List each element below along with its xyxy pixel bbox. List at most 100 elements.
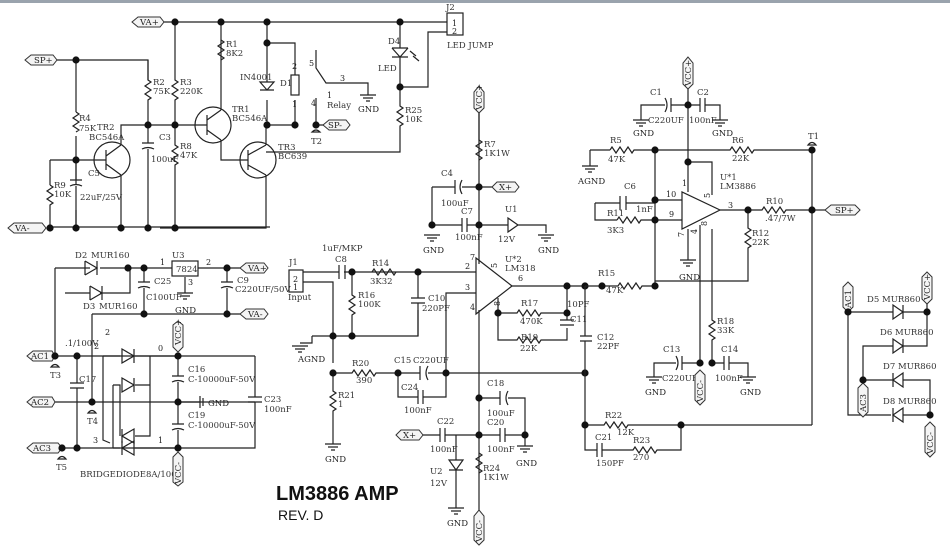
resistor-r9 [45, 184, 55, 210]
svg-text:VCC+: VCC+ [923, 274, 933, 301]
svg-text:AGND: AGND [297, 355, 325, 365]
svg-text:4: 4 [311, 99, 316, 108]
svg-text:LM3886: LM3886 [720, 182, 756, 192]
svg-text:GND: GND [175, 306, 196, 316]
svg-text:22PF: 22PF [597, 342, 620, 352]
svg-text:47K: 47K [606, 286, 624, 296]
svg-text:220K: 220K [180, 87, 203, 97]
window-top-border [0, 0, 950, 3]
svg-text:GND: GND [538, 246, 559, 256]
svg-text:1uF/MKP: 1uF/MKP [322, 244, 363, 254]
svg-text:C5: C5 [88, 169, 100, 179]
net-port-va-minus-psu: VA- [239, 308, 269, 320]
svg-text:2: 2 [105, 328, 110, 337]
svg-text:AC1: AC1 [844, 290, 854, 309]
svg-text:SP+: SP+ [835, 206, 854, 216]
net-port-vcc-minus-psu: VCC- [172, 451, 184, 487]
relay-coil [290, 74, 300, 96]
svg-text:AC1: AC1 [30, 352, 49, 362]
svg-text:C23: C23 [264, 395, 281, 405]
net-port-sp-plus-output: SP+ [824, 204, 861, 216]
svg-text:VA+: VA+ [247, 264, 267, 274]
resistor-r1 [216, 39, 226, 61]
capacitor-c9 [220, 268, 234, 314]
svg-text:100nF: 100nF [455, 233, 483, 243]
protection-circuit: VA+ SP+ VA- R4 75K R9 10K C5 22uF/25V TR… [7, 3, 494, 234]
svg-text:AC3: AC3 [859, 394, 869, 413]
capacitor-c15 [397, 292, 464, 398]
connector-j2[interactable] [446, 12, 464, 36]
svg-text:D2: D2 [75, 251, 87, 261]
svg-text:C4: C4 [441, 169, 453, 179]
net-port-sp-minus: SP- [322, 119, 351, 131]
svg-text:R14: R14 [372, 259, 389, 269]
svg-text:LM318: LM318 [505, 264, 536, 274]
svg-text:R19: R19 [521, 333, 538, 343]
svg-text:MUR160: MUR160 [99, 302, 138, 312]
svg-text:R17: R17 [521, 299, 538, 309]
svg-text:3: 3 [340, 74, 345, 83]
svg-text:R6: R6 [732, 136, 744, 146]
svg-text:VCC-: VCC- [174, 462, 184, 485]
svg-text:R1: R1 [226, 40, 238, 50]
svg-text:MUR860: MUR860 [898, 362, 937, 372]
svg-text:5: 5 [309, 59, 314, 68]
svg-text:MUR860: MUR860 [882, 295, 921, 305]
svg-text:C22: C22 [437, 417, 454, 427]
svg-text:C16: C16 [188, 365, 205, 375]
svg-text:BC639: BC639 [278, 152, 307, 162]
svg-text:GND: GND [679, 273, 700, 283]
capacitor-c23 [178, 356, 262, 449]
svg-text:270: 270 [633, 453, 649, 463]
svg-text:C15: C15 [394, 356, 411, 366]
svg-text:2: 2 [94, 342, 99, 351]
capacitor-c1-c2 [640, 89, 721, 192]
svg-text:100uF: 100uF [151, 155, 179, 165]
capacitor-c18-c20 [479, 390, 526, 446]
svg-text:2: 2 [293, 275, 298, 284]
net-port-vcc-plus-psu: VCC+ [172, 319, 184, 353]
capacitor-c3 [141, 125, 155, 228]
net-port-sp-plus-left: SP+ [24, 54, 58, 66]
svg-text:1: 1 [292, 100, 297, 109]
svg-text:C220UF: C220UF [648, 116, 684, 126]
svg-text:T1: T1 [808, 132, 819, 142]
net-port-vcc-minus-r24: VCC- [473, 509, 485, 546]
resistor-r5-r6 [589, 145, 812, 166]
svg-text:GND: GND [423, 246, 444, 256]
svg-text:7: 7 [470, 253, 475, 262]
resistor-r25 [266, 87, 405, 153]
gnd-symbol [360, 94, 376, 102]
svg-text:MUR860: MUR860 [895, 328, 934, 338]
svg-text:J2: J2 [445, 3, 455, 13]
svg-text:X+: X+ [403, 431, 416, 441]
svg-text:2: 2 [452, 27, 457, 36]
svg-text:C7: C7 [461, 207, 473, 217]
feedback-network [580, 281, 812, 455]
svg-text:100nF: 100nF [404, 406, 432, 416]
net-port-ac3: AC3 [26, 442, 63, 454]
svg-text:R20: R20 [352, 359, 369, 369]
net-port-va-plus-top: VA+ [131, 16, 165, 28]
svg-text:D8: D8 [883, 397, 895, 407]
net-port-ac1-right: AC1 [842, 281, 854, 313]
svg-text:47K: 47K [180, 151, 198, 161]
svg-text:X+: X+ [499, 183, 512, 193]
svg-text:R22: R22 [605, 411, 622, 421]
svg-text:C6: C6 [624, 182, 636, 192]
diode-d6 [892, 337, 905, 355]
svg-text:12V: 12V [430, 479, 448, 489]
svg-text:VCC-: VCC- [926, 432, 936, 455]
svg-text:100nF: 100nF [689, 116, 717, 126]
resistor-r7 [474, 105, 484, 161]
svg-text:5: 5 [490, 263, 499, 268]
svg-text:TR2: TR2 [97, 123, 114, 133]
svg-text:C19: C19 [188, 411, 205, 421]
svg-text:VCC-: VCC- [696, 380, 706, 403]
connector-j1[interactable] [288, 269, 304, 293]
svg-text:3K3: 3K3 [607, 226, 624, 236]
svg-text:GND: GND [645, 388, 666, 398]
resistor-r12 [655, 210, 753, 282]
net-port-vcc-plus-r7: VCC+ [473, 84, 485, 114]
svg-text:C12: C12 [597, 333, 614, 343]
